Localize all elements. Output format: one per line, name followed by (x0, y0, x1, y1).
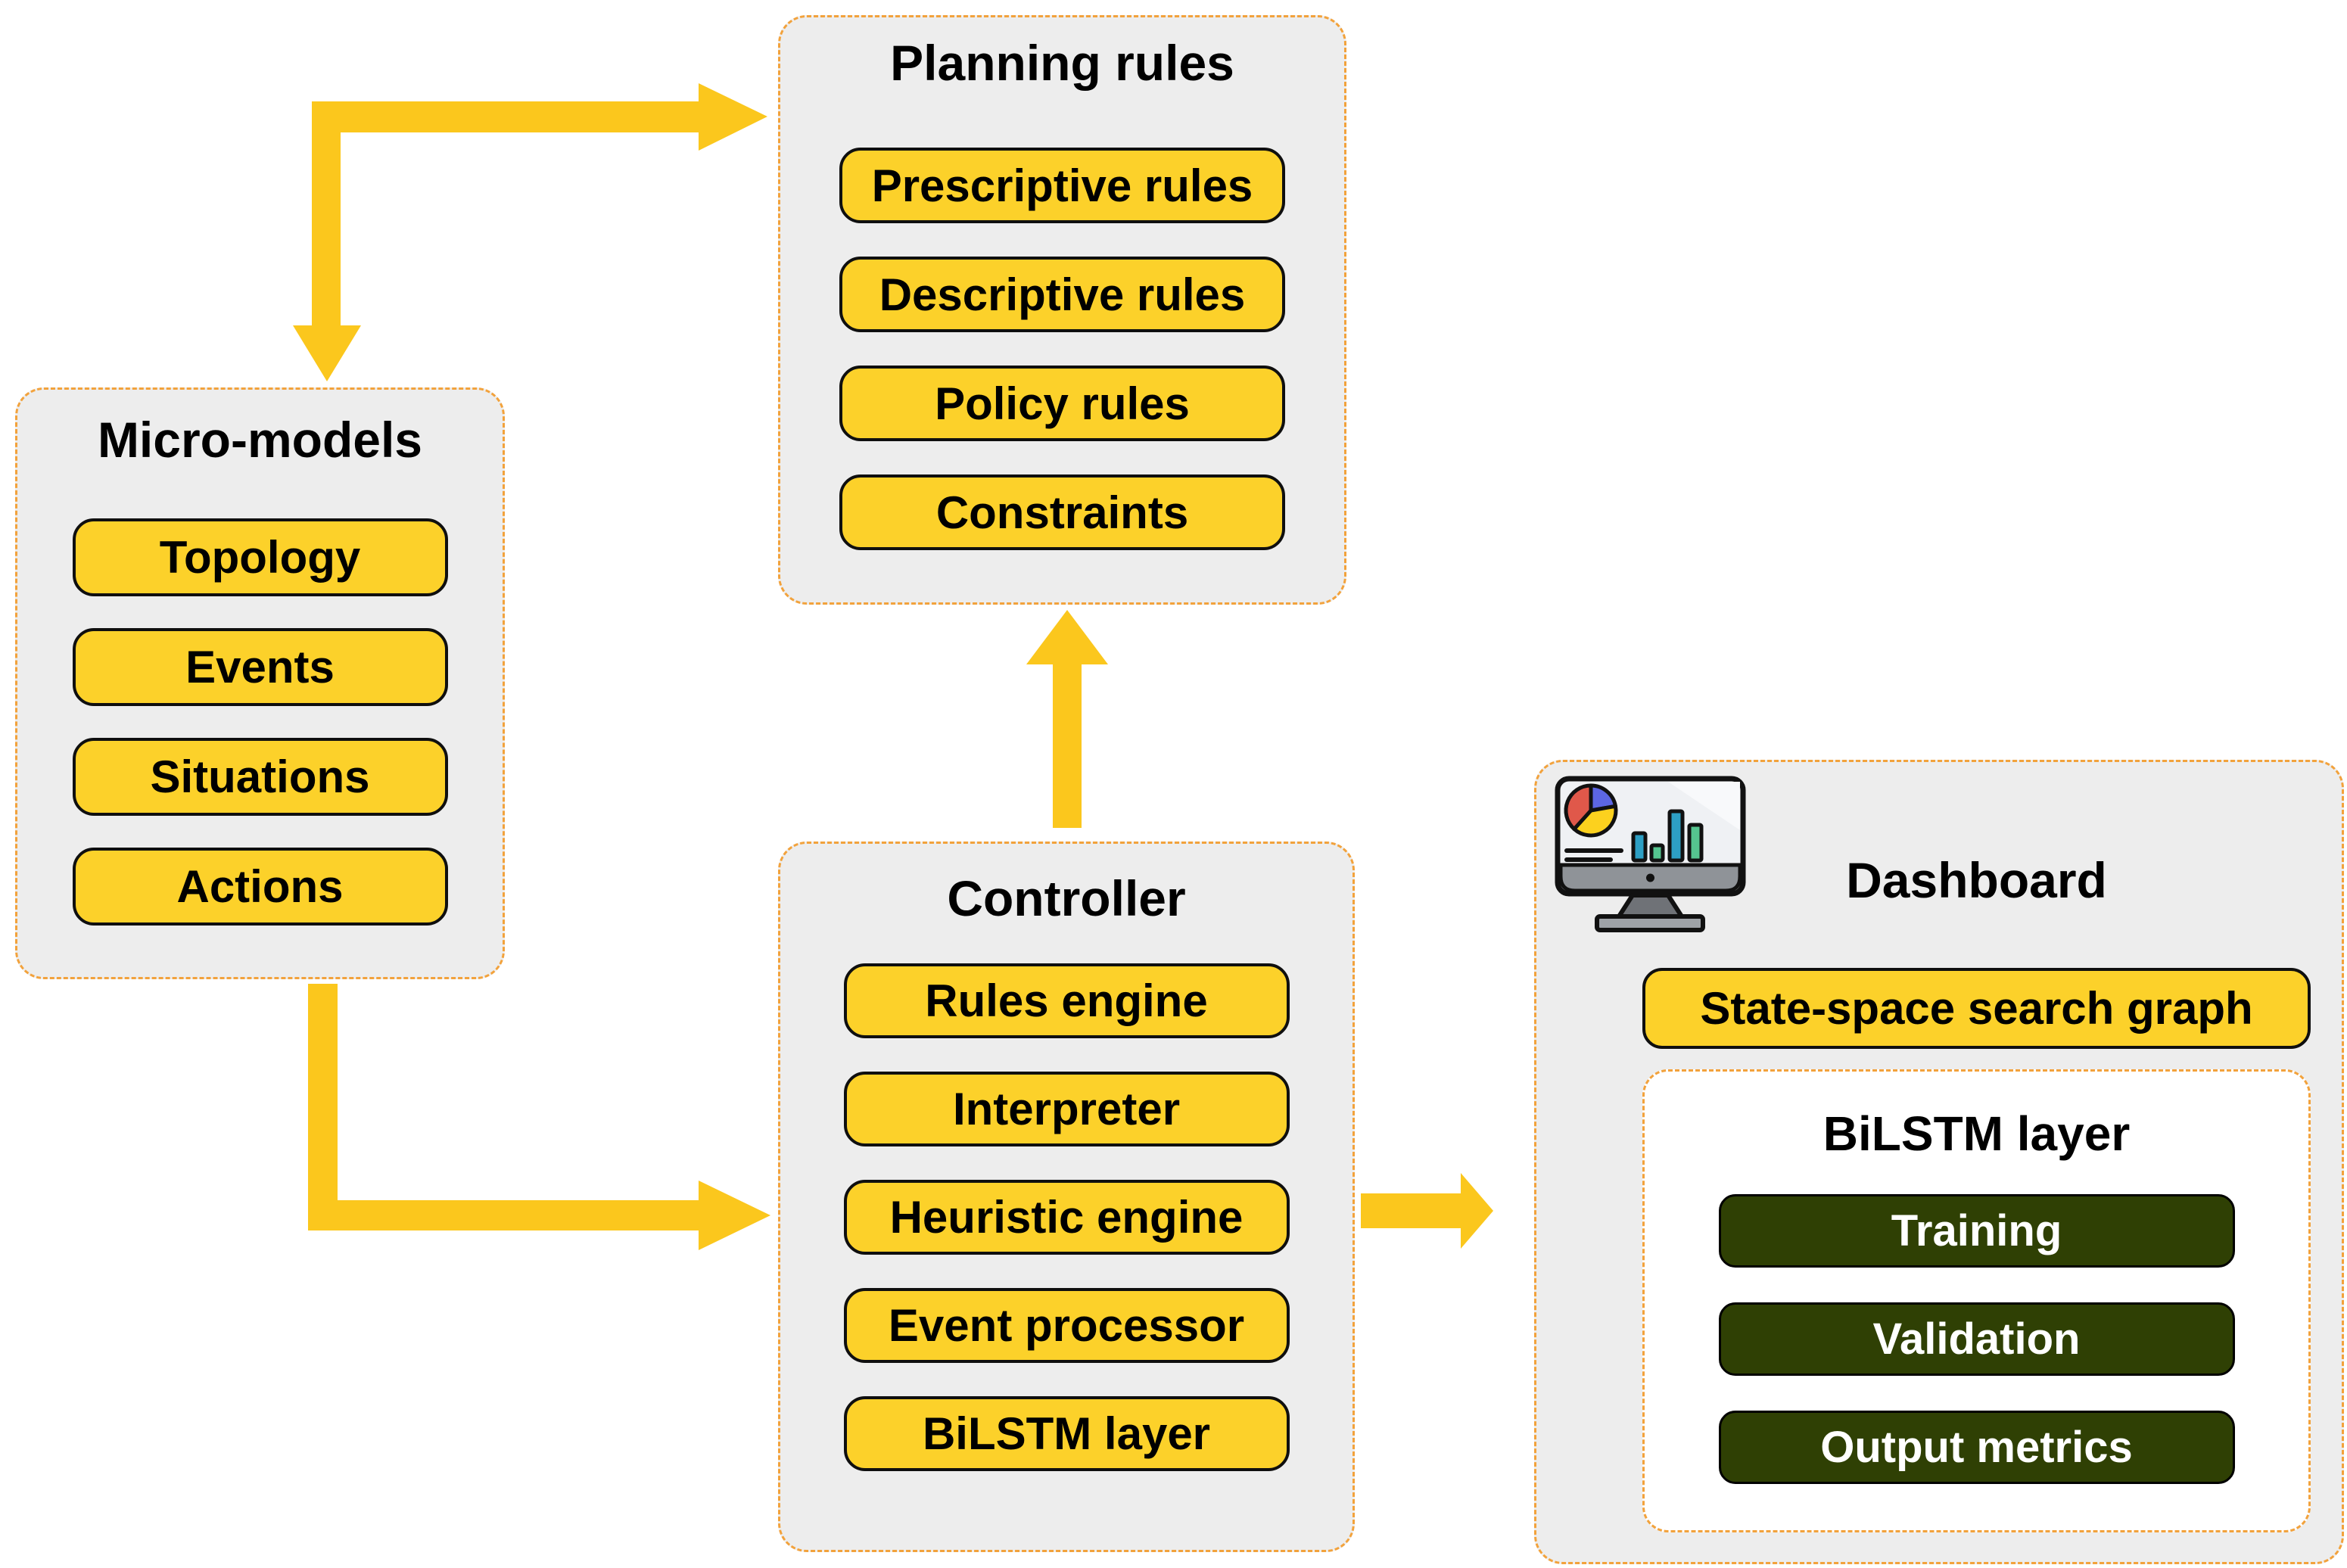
dashboard-monitor-icon (1555, 776, 1746, 932)
arrow-micromodels-planning-rules (293, 83, 767, 381)
bar-chart-glyph (1631, 809, 1704, 863)
monitor-base (1595, 914, 1705, 932)
controller-item-interpreter: Interpreter (843, 1072, 1290, 1146)
controller-item-heuristic-engine: Heuristic engine (843, 1180, 1290, 1255)
bilstm-layer-title: BiLSTM layer (1823, 1106, 2131, 1161)
monitor-button (1646, 873, 1654, 882)
dashboard-item-state-space-search-graph: State-space search graph (1642, 968, 2311, 1049)
micro-models-item-situations: Situations (72, 738, 448, 816)
dashboard-panel: Dashboard State-space search graph BiLST… (1534, 760, 2344, 1564)
bilstm-item-training: Training (1718, 1194, 2235, 1268)
dashboard-title: Dashboard (1846, 852, 2107, 908)
controller-panel: Controller Rules engine Interpreter Heur… (778, 842, 1355, 1552)
planning-rules-panel: Planning rules Prescriptive rules Descri… (778, 15, 1346, 605)
micro-models-title: Micro-models (97, 412, 423, 468)
planning-rules-item-constraints: Constraints (839, 474, 1285, 550)
controller-item-bilstm-layer: BiLSTM layer (843, 1396, 1290, 1471)
bilstm-item-output-metrics: Output metrics (1718, 1411, 2235, 1484)
controller-item-rules-engine: Rules engine (843, 963, 1290, 1038)
planning-rules-title: Planning rules (890, 35, 1234, 91)
arrow-controller-dashboard (1361, 1173, 1493, 1249)
bilstm-item-validation: Validation (1718, 1302, 2235, 1376)
micro-models-item-events: Events (72, 628, 448, 706)
arrow-micromodels-controller (308, 984, 770, 1250)
text-lines-glyph (1564, 848, 1623, 862)
planning-rules-item-policy: Policy rules (839, 366, 1285, 441)
controller-title: Controller (947, 870, 1186, 926)
planning-rules-item-descriptive: Descriptive rules (839, 257, 1285, 332)
arrow-controller-planning-rules (1026, 610, 1108, 828)
planning-rules-item-prescriptive: Prescriptive rules (839, 148, 1285, 223)
screen-highlight (1668, 782, 1740, 830)
bilstm-layer-panel: BiLSTM layer Training Validation Output … (1642, 1069, 2311, 1532)
micro-models-item-actions: Actions (72, 848, 448, 926)
micro-models-item-topology: Topology (72, 518, 448, 596)
controller-item-event-processor: Event processor (843, 1288, 1290, 1363)
pie-chart-glyph (1564, 783, 1618, 838)
micro-models-panel: Micro-models Topology Events Situations … (15, 387, 505, 979)
